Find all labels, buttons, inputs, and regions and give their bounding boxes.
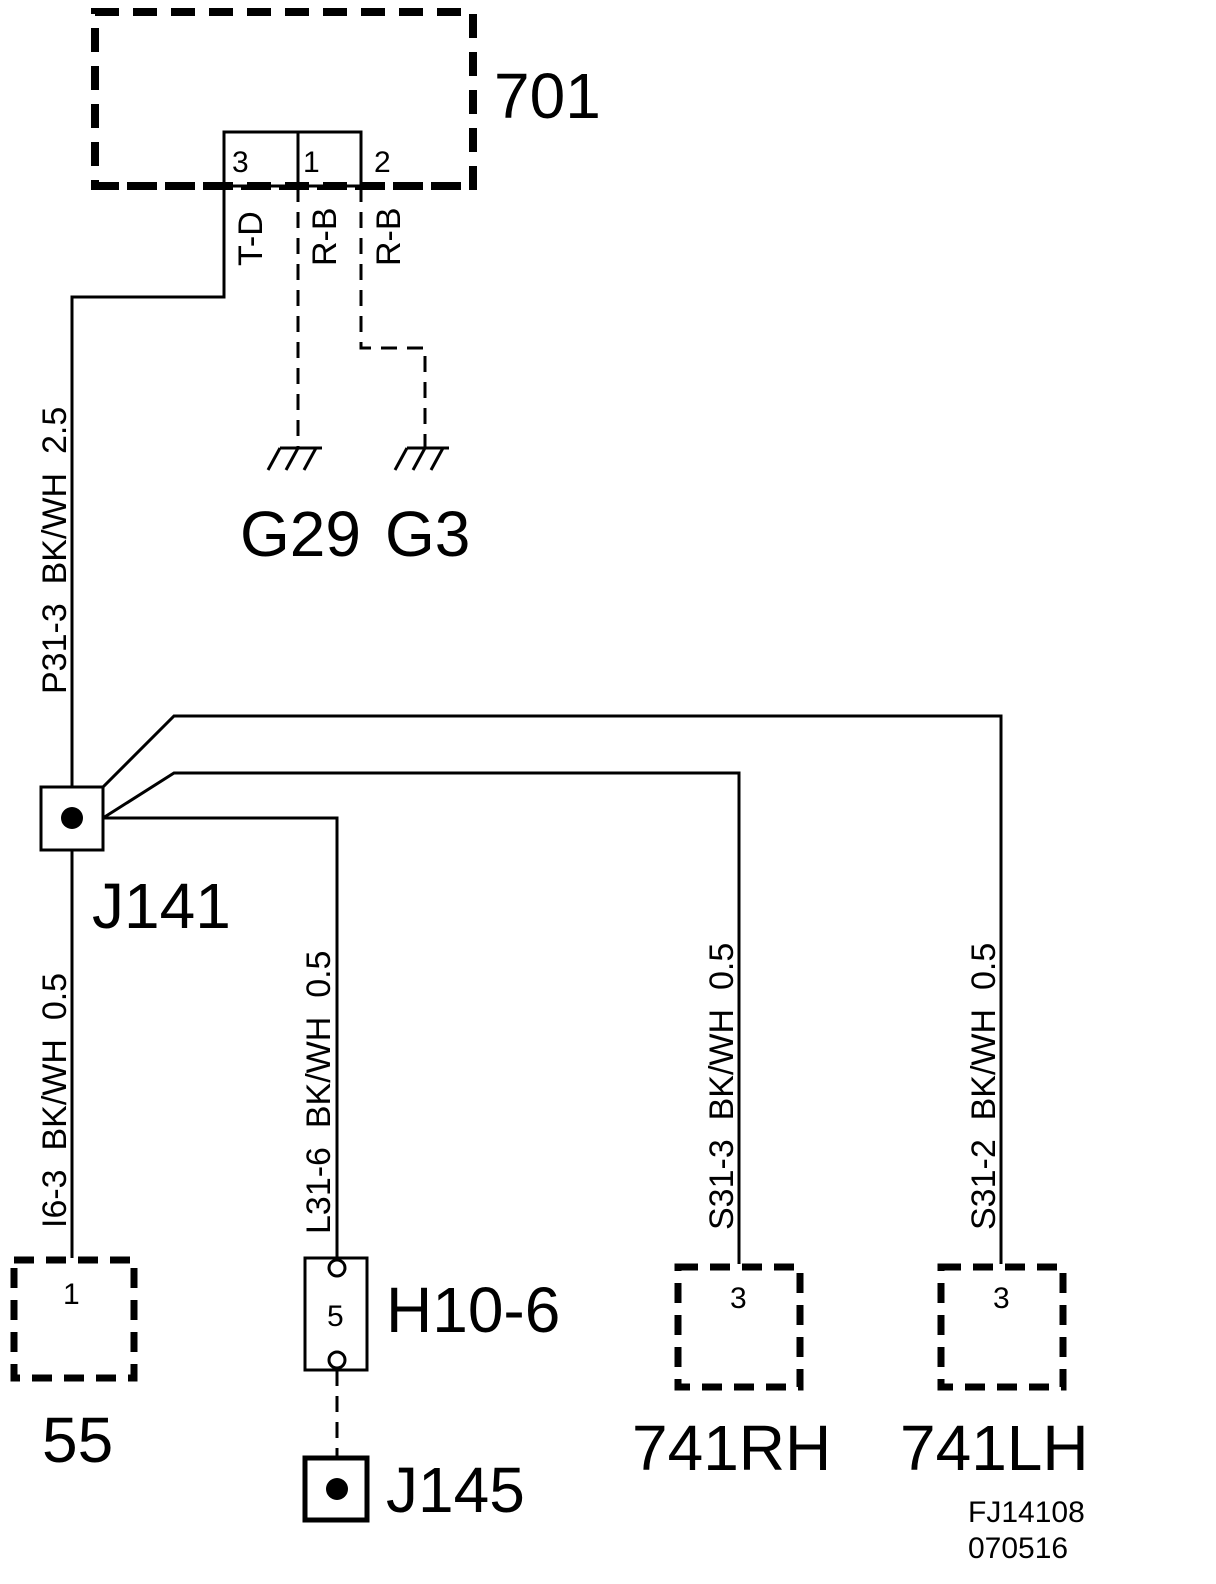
pin-701-1: 1 xyxy=(303,146,320,179)
wire-label-i6-3: I6-3 BK/WH 0.5 xyxy=(36,973,74,1228)
junction-j145-dot xyxy=(326,1478,348,1500)
component-741lh-label: 741LH xyxy=(900,1412,1089,1484)
wire-l31-6 xyxy=(103,816,339,1258)
component-741rh: 3 741RH xyxy=(632,1263,831,1484)
wire-label-l31-6: L31-6 BK/WH 0.5 xyxy=(300,951,338,1234)
component-701: 3 1 2 701 xyxy=(91,8,601,190)
junction-j141-dot xyxy=(61,807,83,829)
pin-741rh-3: 3 xyxy=(730,1282,747,1315)
connector-h10-6: 5 H10-6 xyxy=(303,1256,560,1372)
connector-h10-6-label: H10-6 xyxy=(386,1274,560,1346)
ground-g29-symbol xyxy=(266,446,322,471)
wire-s31-3 xyxy=(102,771,741,1264)
pin-55-1: 1 xyxy=(63,1278,80,1311)
component-701-connector xyxy=(222,130,363,188)
ground-g29-label: G29 xyxy=(240,498,361,570)
ground-g3-symbol xyxy=(393,446,449,471)
component-55-label: 55 xyxy=(42,1404,113,1476)
wire-p31-3 xyxy=(70,186,226,818)
wire-label-t-d: T-D xyxy=(232,211,270,266)
component-741rh-outline xyxy=(674,1263,804,1391)
wire-label-s31-3: S31-3 BK/WH 0.5 xyxy=(703,943,741,1230)
ground-g3-label: G3 xyxy=(385,498,470,570)
wire-s31-2 xyxy=(70,714,1003,1264)
junction-j145-label: J145 xyxy=(386,1454,525,1526)
wire-label-p31-3: P31-3 BK/WH 2.5 xyxy=(36,407,74,694)
component-55-outline xyxy=(10,1256,138,1382)
junction-j145: J145 xyxy=(302,1454,525,1526)
wire-label-r-b-1: R-B xyxy=(306,207,344,266)
wire-label-r-b-2: R-B xyxy=(370,207,408,266)
pin-h10-6-5: 5 xyxy=(327,1300,344,1333)
pin-741lh-3: 3 xyxy=(993,1282,1010,1315)
junction-j141 xyxy=(39,785,105,852)
wire-label-s31-2: S31-2 BK/WH 0.5 xyxy=(965,943,1003,1230)
figure-code: FJ14108 xyxy=(968,1496,1085,1529)
component-701-label: 701 xyxy=(494,60,601,132)
component-55: 1 55 xyxy=(10,1256,138,1476)
component-741lh: 3 741LH xyxy=(900,1263,1089,1484)
figure-date-code: 070516 xyxy=(968,1532,1068,1565)
component-741rh-label: 741RH xyxy=(632,1412,831,1484)
junction-j141-label: J141 xyxy=(92,870,231,942)
pin-701-2: 2 xyxy=(374,146,391,179)
wire-r-b-g3 xyxy=(359,186,427,448)
pin-701-3: 3 xyxy=(232,146,249,179)
component-741lh-outline xyxy=(937,1263,1067,1391)
